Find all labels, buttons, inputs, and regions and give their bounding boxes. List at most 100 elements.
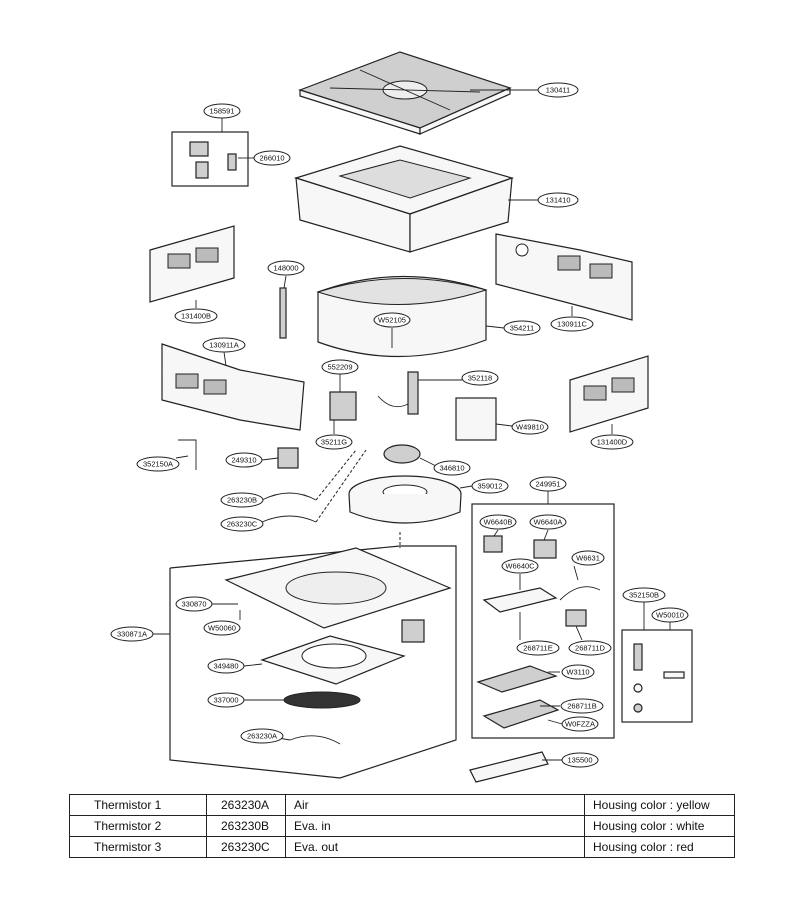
part-label-text: W50010	[656, 611, 684, 620]
control-component-part	[329, 391, 357, 421]
part-label-131410: 131410	[537, 192, 579, 208]
drain-pan-part	[316, 275, 488, 358]
part-label-249310: 249310	[225, 452, 263, 468]
fittings-outline	[621, 629, 693, 723]
small-box-part	[401, 619, 425, 643]
pcb-assembly-outline	[471, 503, 615, 739]
part-label-text: 354211	[510, 324, 534, 333]
screw-part	[633, 703, 643, 713]
part-label-text: 249951	[535, 480, 560, 489]
part-label-131400D: 131400D	[590, 434, 634, 450]
support-bar-part	[279, 287, 287, 339]
part-label-text: 337000	[213, 696, 238, 705]
part-label-268711D: 268711D	[568, 640, 612, 656]
part-label-text: 330870	[181, 600, 206, 609]
part-label-text: 249310	[231, 456, 256, 465]
part-label-text: 352150B	[629, 591, 659, 600]
part-label-268711E: 268711E	[516, 640, 560, 656]
part-label-text: 552209	[327, 363, 352, 372]
housing-color-cell: Housing color : red	[584, 836, 735, 858]
part-label-text: 148000	[273, 264, 298, 273]
part-label-text: W3110	[566, 668, 589, 677]
part-label-text: 263230C	[227, 520, 258, 529]
spring-part	[633, 643, 643, 671]
part-label-158591: 158591	[203, 103, 241, 119]
part-label-330871A: 330871A	[110, 626, 154, 642]
part-label-130411: 130411	[537, 82, 579, 98]
part-label-text: 330871A	[117, 630, 147, 639]
part-label-text: 349480	[213, 662, 238, 671]
part-label-text: 263230A	[247, 732, 277, 741]
part-label-W49810: W49810	[511, 419, 549, 435]
part-label-131400B: 131400B	[174, 308, 218, 324]
front-grille-part	[298, 51, 512, 135]
part-label-text: 346810	[439, 464, 464, 473]
part-label-text: W6640C	[505, 562, 535, 571]
part-label-text: 268711B	[567, 702, 596, 711]
part-label-W6640C: W6640C	[501, 558, 539, 574]
thermistor-name-cell: Thermistor 2	[69, 815, 207, 837]
part-label-130911A: 130911A	[202, 337, 246, 353]
bottom-cover-part	[469, 751, 549, 783]
table-row: Thermistor 1 263230A Air Housing color :…	[69, 794, 735, 816]
filter-part	[283, 691, 361, 709]
location-cell: Air	[285, 794, 585, 816]
part-label-text: 130911C	[557, 320, 587, 329]
part-label-W50060: W50060	[203, 620, 241, 636]
housing-color-cell: Housing color : white	[584, 815, 735, 837]
location-cell: Eva. in	[285, 815, 585, 837]
part-number-cell: 263230C	[206, 836, 286, 858]
part-label-330870: 330870	[175, 596, 213, 612]
side-panel-left-rear-part	[149, 225, 235, 303]
lower-assembly-outline	[169, 545, 457, 779]
part-label-W52105: W52105	[373, 312, 411, 328]
chassis-cabinet-part	[293, 145, 514, 253]
part-label-359012: 359012	[471, 478, 509, 494]
side-panel-right-rear-part	[495, 233, 633, 321]
pcb-board-part	[482, 699, 560, 729]
part-label-text: W6640A	[534, 518, 563, 527]
side-panel-left-front-part	[161, 343, 305, 431]
part-label-352118: 352118	[461, 370, 499, 386]
part-label-text: W52105	[378, 316, 406, 325]
part-label-text: 130911A	[209, 341, 238, 350]
part-label-text: 268711D	[575, 644, 605, 653]
part-label-552209: 552209	[321, 359, 359, 375]
washer-part	[633, 683, 643, 693]
part-label-135500: 135500	[561, 752, 599, 768]
housing-color-cell: Housing color : yellow	[584, 794, 735, 816]
leader-lines	[152, 89, 671, 761]
thermistor-table: Thermistor 1 263230A Air Housing color :…	[69, 794, 735, 858]
part-label-text: 158591	[209, 107, 234, 116]
part-label-text: 130411	[546, 86, 570, 95]
part-label-text: 352150A	[143, 460, 173, 469]
w49810-part	[455, 397, 497, 441]
part-label-text: W6640B	[484, 518, 513, 527]
part-label-249951: 249951	[529, 476, 567, 492]
part-number-cell: 263230B	[206, 815, 286, 837]
part-label-W0FZZA: W0FZZA	[561, 716, 599, 732]
thermistor-name-cell: Thermistor 3	[69, 836, 207, 858]
part-label-text: 359012	[477, 482, 502, 491]
part-label-text: W49810	[516, 423, 544, 432]
exploded-parts-diagram: 130411 158591 266010 131410 131400B 1480…	[110, 51, 693, 783]
part-label-130911C: 130911C	[550, 316, 594, 332]
part-label-263230A: 263230A	[240, 728, 284, 744]
connector-b-part	[483, 535, 503, 553]
part-label-354211: 354211	[503, 320, 541, 336]
part-label-text: 266010	[259, 154, 284, 163]
orifice-frame-part	[224, 547, 452, 629]
wire-harness-part	[559, 586, 601, 601]
part-label-text: W0FZZA	[565, 720, 595, 729]
part-label-text: 131400B	[181, 312, 211, 321]
bracket-assembly-part	[171, 131, 249, 187]
thermistor-wire-c	[261, 515, 317, 523]
part-label-text: 263230B	[227, 496, 257, 505]
display-board-part	[476, 665, 558, 693]
part-label-text: 131400D	[597, 438, 628, 447]
part-label-346810: 346810	[433, 460, 471, 476]
part-label-W50010: W50010	[651, 607, 689, 623]
pipe-fitting-part	[178, 439, 197, 470]
location-cell: Eva. out	[285, 836, 585, 858]
part-label-263230C: 263230C	[220, 516, 264, 532]
